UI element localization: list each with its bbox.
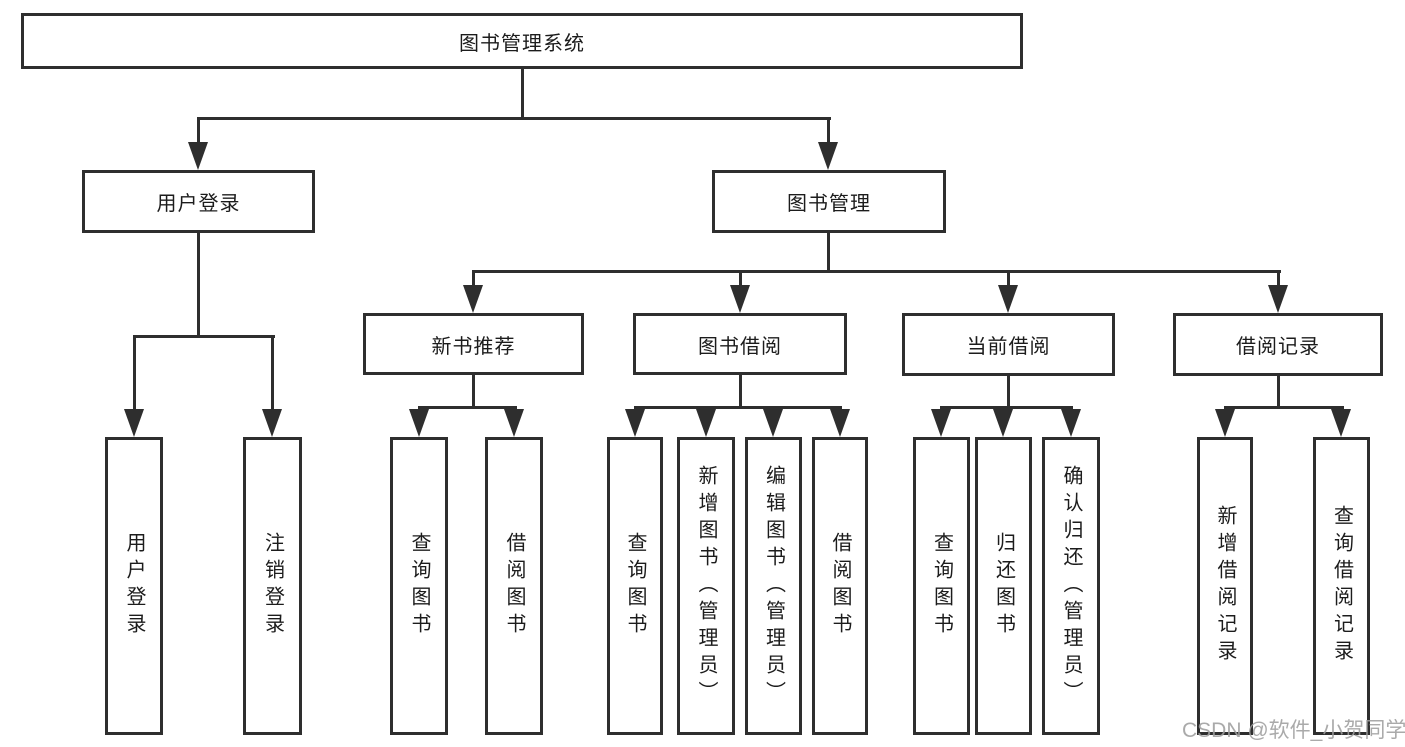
node-current-borrowing: 当前借阅 [902, 313, 1115, 376]
connector-line [271, 335, 274, 411]
leaf-add-borrow-record: 新增借阅记录 [1197, 437, 1253, 735]
arrow-down-icon [463, 285, 483, 313]
node-label: 借阅图书 [829, 532, 851, 640]
leaf-query-books-recommend: 查询图书 [390, 437, 448, 735]
node-label: 查询图书 [930, 532, 953, 640]
node-book-management: 图书管理 [712, 170, 946, 233]
connector-line [197, 117, 200, 145]
arrow-down-icon [262, 409, 282, 437]
connector-line [521, 68, 524, 117]
leaf-edit-books-admin: 编辑图书（管理员） [745, 437, 802, 735]
node-label: 查询图书 [624, 532, 646, 640]
node-book-borrowing: 图书借阅 [633, 313, 847, 375]
arrow-down-icon [625, 409, 645, 437]
connector-line [418, 406, 517, 409]
arrow-down-icon [1331, 409, 1351, 437]
arrow-down-icon [696, 409, 716, 437]
leaf-confirm-return-admin: 确认归还（管理员） [1042, 437, 1100, 735]
leaf-borrow-books-recommend: 借阅图书 [485, 437, 543, 735]
node-label: 新书推荐 [431, 335, 516, 358]
connector-line [940, 406, 1073, 409]
arrow-down-icon [124, 409, 144, 437]
connector-line [1277, 270, 1280, 288]
arrow-down-icon [730, 285, 750, 313]
arrow-down-icon [818, 142, 838, 170]
node-user-login: 用户登录 [82, 170, 315, 233]
node-label: 当前借阅 [966, 336, 1051, 358]
node-label: 注销登录 [261, 532, 284, 640]
arrow-down-icon [931, 409, 951, 437]
node-label: 借阅记录 [1236, 336, 1320, 358]
leaf-query-books-borrowing: 查询图书 [607, 437, 663, 735]
arrow-down-icon [763, 409, 783, 437]
node-label: 确认归还（管理员） [1060, 464, 1082, 708]
node-label: 借阅图书 [503, 532, 525, 640]
arrow-down-icon [993, 409, 1013, 437]
node-label: 图书管理系统 [459, 32, 585, 55]
arrow-down-icon [830, 409, 850, 437]
connector-line [634, 406, 842, 409]
node-new-book-recommend: 新书推荐 [363, 313, 584, 375]
leaf-return-books: 归还图书 [975, 437, 1032, 735]
leaf-query-books-current: 查询图书 [913, 437, 970, 735]
arrow-down-icon [1061, 409, 1081, 437]
arrow-down-icon [409, 409, 429, 437]
connector-line [472, 375, 475, 406]
connector-line [133, 335, 136, 411]
node-label: 图书管理 [787, 193, 871, 215]
leaf-borrow-books: 借阅图书 [812, 437, 868, 735]
leaf-logout: 注销登录 [243, 437, 302, 735]
leaf-add-books-admin: 新增图书（管理员） [677, 437, 735, 735]
leaf-user-login: 用户登录 [105, 437, 163, 735]
arrow-down-icon [504, 409, 524, 437]
node-label: 归还图书 [992, 532, 1015, 640]
node-root-library-system: 图书管理系统 [21, 13, 1023, 69]
node-label: 用户登录 [123, 532, 145, 640]
arrow-down-icon [1268, 285, 1288, 313]
connector-line [1277, 376, 1280, 406]
connector-line [133, 335, 275, 338]
node-label: 新增图书（管理员） [695, 464, 717, 708]
connector-line [197, 117, 831, 120]
connector-line [1007, 376, 1010, 406]
arrow-down-icon [998, 285, 1018, 313]
connector-line [1007, 270, 1010, 288]
connector-line [472, 270, 1281, 273]
csdn-watermark: CSDN @软件_小贺同学 [1182, 719, 1405, 742]
node-label: 查询借阅记录 [1330, 505, 1353, 667]
connector-line [739, 270, 742, 288]
node-borrowing-records: 借阅记录 [1173, 313, 1383, 376]
node-label: 查询图书 [408, 532, 430, 640]
connector-line [827, 232, 830, 270]
node-label: 新增借阅记录 [1214, 505, 1236, 667]
connector-line [1224, 406, 1344, 409]
arrow-down-icon [188, 142, 208, 170]
connector-line [739, 375, 742, 406]
arrow-down-icon [1215, 409, 1235, 437]
node-label: 图书借阅 [698, 335, 782, 358]
connector-line [827, 117, 830, 145]
node-label: 编辑图书（管理员） [762, 464, 785, 708]
leaf-query-borrow-record: 查询借阅记录 [1313, 437, 1370, 735]
connector-line [197, 233, 200, 335]
connector-line [472, 270, 475, 288]
node-label: 用户登录 [156, 193, 241, 215]
